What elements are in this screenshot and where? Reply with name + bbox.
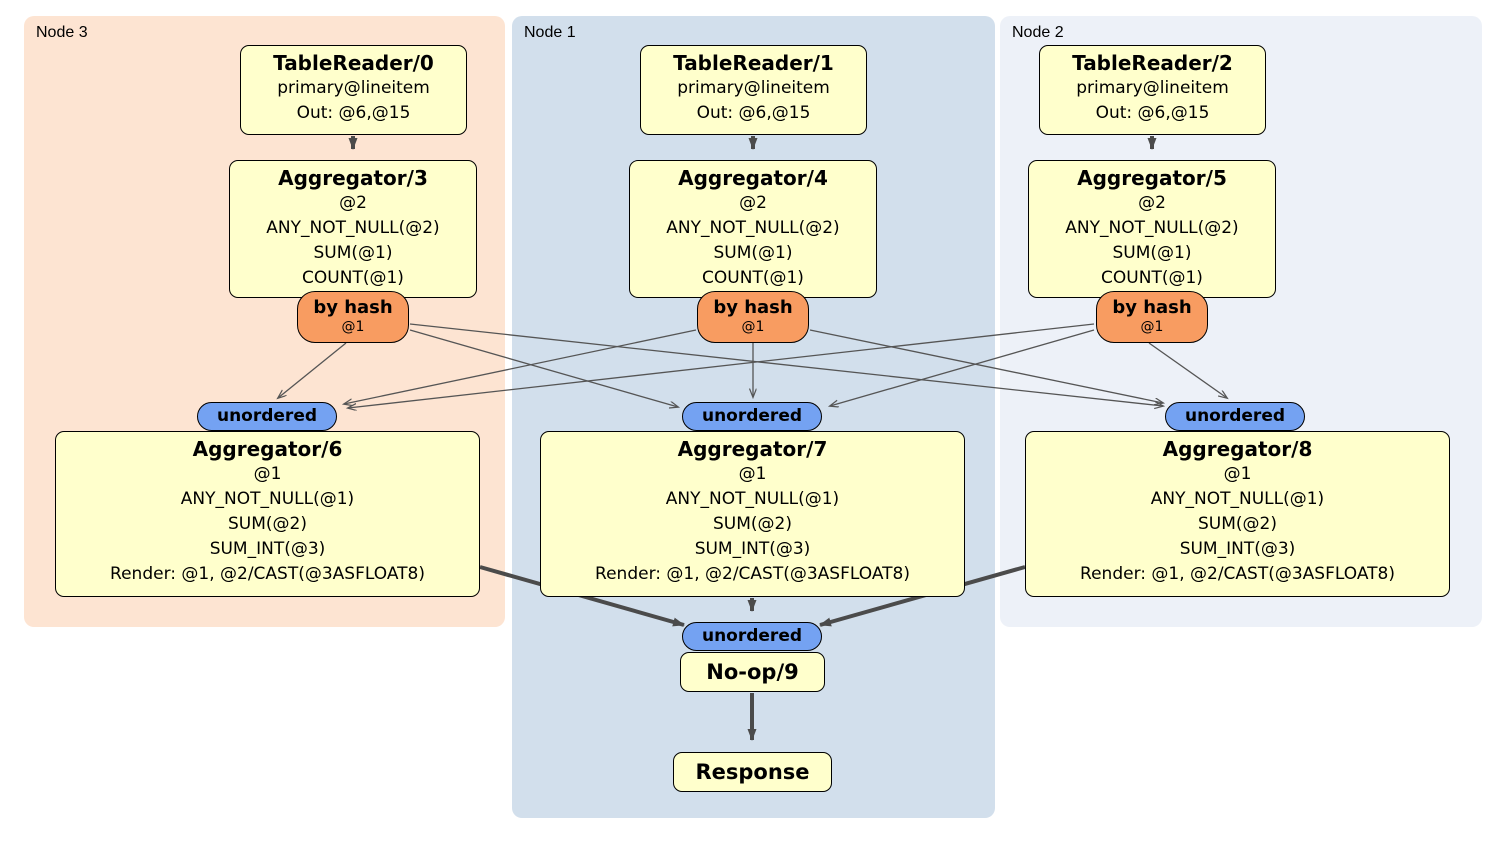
operator-detail: SUM(@1) bbox=[713, 243, 793, 263]
edge-hash4-unordered8 bbox=[809, 329, 1163, 403]
operator-tablereader-1: TableReader/1 primary@lineitem Out: @6,@… bbox=[640, 45, 867, 135]
region-label-node-3: Node 3 bbox=[36, 24, 88, 41]
operator-aggregator-7: Aggregator/7 @1 ANY_NOT_NULL(@1) SUM(@2)… bbox=[540, 431, 965, 597]
operator-detail: ANY_NOT_NULL(@1) bbox=[180, 489, 355, 509]
operator-detail: @1 bbox=[1223, 464, 1252, 484]
router-label: by hash bbox=[1112, 297, 1192, 318]
operator-aggregator-8: Aggregator/8 @1 ANY_NOT_NULL(@1) SUM(@2)… bbox=[1025, 431, 1450, 597]
operator-detail: SUM(@2) bbox=[228, 514, 307, 534]
edge-hash3-unordered7 bbox=[409, 329, 678, 407]
operator-title: Aggregator/7 bbox=[677, 437, 828, 461]
operator-detail: primary@lineitem bbox=[677, 78, 830, 98]
edge-hash4-unordered6 bbox=[344, 329, 697, 404]
edge-hash3-unordered8 bbox=[409, 323, 1163, 406]
operator-detail: ANY_NOT_NULL(@2) bbox=[266, 218, 440, 238]
operator-detail: ANY_NOT_NULL(@1) bbox=[1150, 489, 1325, 509]
operator-detail: Render: @1, @2/CAST(@3ASFLOAT8) bbox=[1080, 564, 1395, 584]
operator-title: Aggregator/5 bbox=[1077, 166, 1227, 190]
operator-detail: @1 bbox=[253, 464, 282, 484]
operator-title: No-op/9 bbox=[706, 660, 799, 684]
operator-detail: COUNT(@1) bbox=[702, 268, 804, 288]
operator-title: TableReader/1 bbox=[673, 51, 834, 75]
operator-title: TableReader/2 bbox=[1072, 51, 1233, 75]
operator-detail: @2 bbox=[1138, 193, 1166, 213]
operator-detail: primary@lineitem bbox=[277, 78, 430, 98]
operator-title: Aggregator/4 bbox=[678, 166, 828, 190]
operator-title: Response bbox=[695, 760, 810, 784]
operator-detail: @1 bbox=[738, 464, 767, 484]
operator-title: Aggregator/3 bbox=[278, 166, 428, 190]
edge-hash5-unordered8 bbox=[1148, 342, 1227, 398]
operator-detail: Render: @1, @2/CAST(@3ASFLOAT8) bbox=[595, 564, 910, 584]
router-label: by hash bbox=[713, 297, 793, 318]
operator-detail: primary@lineitem bbox=[1076, 78, 1229, 98]
router-detail: @1 bbox=[1140, 319, 1164, 335]
hash-route-edges bbox=[278, 323, 1227, 408]
operator-detail: SUM(@1) bbox=[313, 243, 393, 263]
edge-hash5-unordered7 bbox=[830, 329, 1095, 406]
operator-detail: Out: @6,@15 bbox=[696, 103, 811, 123]
operator-response: Response bbox=[673, 752, 832, 792]
operator-detail: @2 bbox=[739, 193, 767, 213]
sync-unordered-agg6: unordered bbox=[197, 402, 337, 431]
operator-aggregator-3: Aggregator/3 @2 ANY_NOT_NULL(@2) SUM(@1)… bbox=[229, 160, 477, 298]
operator-tablereader-2: TableReader/2 primary@lineitem Out: @6,@… bbox=[1039, 45, 1266, 135]
router-by-hash-5: by hash @1 bbox=[1096, 291, 1208, 343]
region-label-node-2: Node 2 bbox=[1012, 24, 1064, 41]
edge-hash5-unordered6 bbox=[348, 323, 1095, 408]
router-detail: @1 bbox=[741, 319, 765, 335]
router-detail: @1 bbox=[341, 319, 365, 335]
operator-detail: SUM_INT(@3) bbox=[209, 539, 326, 559]
sync-unordered-noop: unordered bbox=[682, 622, 822, 651]
operator-tablereader-0: TableReader/0 primary@lineitem Out: @6,@… bbox=[240, 45, 467, 135]
operator-detail: COUNT(@1) bbox=[302, 268, 404, 288]
operator-noop-9: No-op/9 bbox=[680, 652, 825, 692]
operator-detail: @2 bbox=[339, 193, 367, 213]
operator-detail: Out: @6,@15 bbox=[1095, 103, 1210, 123]
sync-unordered-agg7: unordered bbox=[682, 402, 822, 431]
router-by-hash-3: by hash @1 bbox=[297, 291, 409, 343]
operator-title: TableReader/0 bbox=[273, 51, 434, 75]
operator-detail: ANY_NOT_NULL(@2) bbox=[666, 218, 840, 238]
operator-aggregator-6: Aggregator/6 @1 ANY_NOT_NULL(@1) SUM(@2)… bbox=[55, 431, 480, 597]
operator-detail: SUM_INT(@3) bbox=[1179, 539, 1296, 559]
operator-detail: ANY_NOT_NULL(@2) bbox=[1065, 218, 1239, 238]
operator-detail: Render: @1, @2/CAST(@3ASFLOAT8) bbox=[110, 564, 425, 584]
operator-detail: SUM(@2) bbox=[713, 514, 792, 534]
router-by-hash-4: by hash @1 bbox=[697, 291, 809, 343]
operator-title: Aggregator/6 bbox=[192, 437, 343, 461]
operator-aggregator-4: Aggregator/4 @2 ANY_NOT_NULL(@2) SUM(@1)… bbox=[629, 160, 877, 298]
router-label: by hash bbox=[313, 297, 393, 318]
operator-title: Aggregator/8 bbox=[1162, 437, 1313, 461]
operator-detail: SUM(@1) bbox=[1112, 243, 1192, 263]
edge-hash3-unordered6 bbox=[278, 342, 347, 398]
region-label-node-1: Node 1 bbox=[524, 24, 576, 41]
operator-detail: ANY_NOT_NULL(@1) bbox=[665, 489, 840, 509]
operator-detail: SUM(@2) bbox=[1198, 514, 1277, 534]
operator-aggregator-5: Aggregator/5 @2 ANY_NOT_NULL(@2) SUM(@1)… bbox=[1028, 160, 1276, 298]
sync-unordered-agg8: unordered bbox=[1165, 402, 1305, 431]
operator-detail: Out: @6,@15 bbox=[296, 103, 411, 123]
operator-detail: SUM_INT(@3) bbox=[694, 539, 811, 559]
operator-detail: COUNT(@1) bbox=[1101, 268, 1203, 288]
